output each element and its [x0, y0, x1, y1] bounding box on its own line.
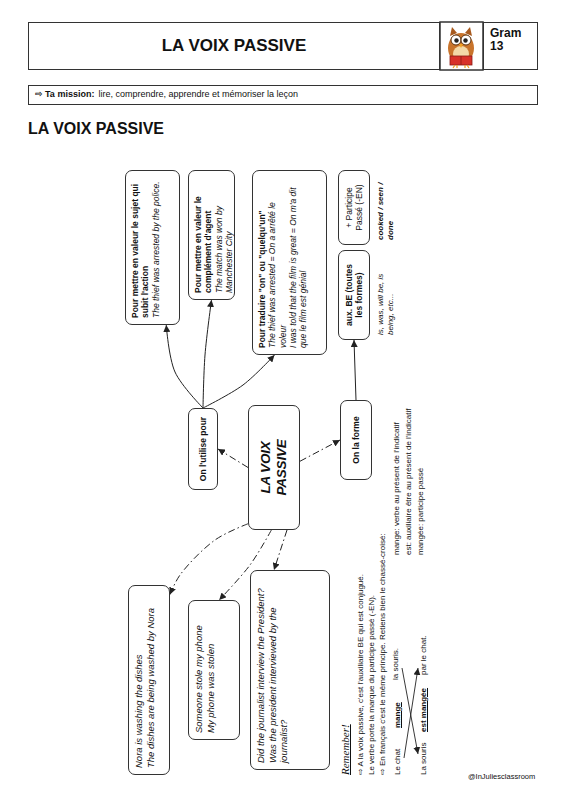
box-heading: Gram 13 — [490, 27, 531, 53]
form-box: + Participe Passé (-EN) — [338, 170, 370, 245]
central-box: LA VOIX PASSIVE — [248, 405, 300, 530]
box-heading: Nora is washing the dishes — [133, 592, 145, 768]
box-text: My phone was stolen — [205, 607, 217, 733]
cross-arrows — [402, 668, 418, 758]
watermark: @InJuliesclassroom — [468, 772, 535, 781]
sentence-word: mange — [393, 702, 403, 728]
box-heading: + Participe Passé (-EN) — [344, 177, 365, 238]
mission-box: ⇨ Ta mission: lire, comprendre, apprendre… — [28, 85, 538, 105]
connector-arrow — [203, 300, 212, 408]
use-box: Pour traduire "on" ou "quelqu'un"The thi… — [252, 170, 327, 355]
owl-illustration — [448, 27, 474, 68]
note-line: ⇨ A la voix passive, c'est l'auxiliaire … — [356, 574, 366, 775]
note-line: ⇨ En français c'est le même principe. Re… — [378, 533, 388, 775]
sentence-word: la souris. — [391, 648, 401, 680]
connector-arrow — [354, 340, 356, 400]
box-heading: LA VOIX PASSIVE — [162, 36, 307, 57]
box-heading: Someone stole my phone — [193, 607, 205, 733]
box-text: The dishes are being washed by Nora — [145, 592, 157, 768]
box-heading: Pour mettre en valeur le sujet qui subit… — [130, 177, 151, 318]
box-heading: Pour mettre en valeur le complément d'ag… — [193, 177, 214, 293]
example-box: Nora is washing the dishesThe dishes are… — [128, 585, 170, 775]
owl-cell — [440, 22, 483, 70]
grammar-note: mangée: participe passé — [416, 468, 426, 555]
example-box: Someone stole my phoneMy phone was stole… — [188, 600, 240, 740]
box-heading: On la forme — [351, 416, 361, 463]
grammar-note: mange: verbe au présent de l'indicatif — [392, 422, 402, 555]
box-text: The match was won by Manchester City — [214, 177, 235, 293]
form-box: aux. BE (toutes les formes) — [338, 250, 370, 340]
branch-box: On la forme — [340, 400, 372, 480]
box-heading: LA VOIX PASSIVE — [258, 412, 291, 523]
header-title-cell: LA VOIX PASSIVE — [28, 22, 440, 70]
box-text: lire, comprendre, apprendre et mémoriser… — [98, 89, 298, 99]
box-heading: ⇨ Ta mission: — [35, 89, 94, 99]
form-example: is, was, will be, is being, etc... — [376, 250, 395, 335]
lesson-code-cell: Gram 13 — [483, 22, 538, 70]
sentence-word: Le chat — [393, 749, 403, 775]
use-box: Pour mettre en valeur le sujet qui subit… — [125, 170, 180, 325]
dashdot-arrow — [300, 440, 340, 461]
form-example: cooked / seen / done — [376, 170, 395, 240]
use-box: Pour mettre en valeur le complément d'ag… — [188, 170, 235, 300]
box-heading: Pour traduire "on" ou "quelqu'un" — [257, 177, 267, 348]
branch-box: On l'utilise pour — [188, 408, 218, 490]
note-heading: Remember! — [339, 724, 352, 775]
page-heading: LA VOIX PASSIVE — [28, 120, 164, 138]
dashdot-arrow — [170, 524, 248, 595]
connector-arrow — [203, 355, 275, 408]
box-text: Was the president interviewed by the jou… — [267, 577, 290, 763]
box-heading: Did the journalist interview the Preside… — [255, 577, 267, 763]
dashdot-arrow — [274, 530, 287, 570]
example-box: Did the journalist interview the Preside… — [250, 570, 330, 770]
box-text: I was told that the film is great = On m… — [288, 177, 309, 348]
box-text: The thief was arrested by the police. — [151, 177, 161, 318]
box-text: The thief was arrested = On a arrêté le … — [267, 177, 288, 348]
note-line: Le verbe porte la marque du participe pa… — [367, 595, 377, 775]
connector-arrow — [166, 325, 203, 408]
dashdot-arrow — [218, 449, 248, 468]
box-heading: On l'utilise pour — [198, 417, 208, 481]
sentence-word: est mangée — [419, 688, 429, 732]
box-heading: aux. BE (toutes les formes) — [344, 257, 365, 333]
sentence-word: par le chat. — [419, 635, 429, 675]
sentence-word: La souris — [419, 743, 429, 775]
grammar-note: est: auxiliaire être au présent de l'ind… — [404, 409, 414, 556]
